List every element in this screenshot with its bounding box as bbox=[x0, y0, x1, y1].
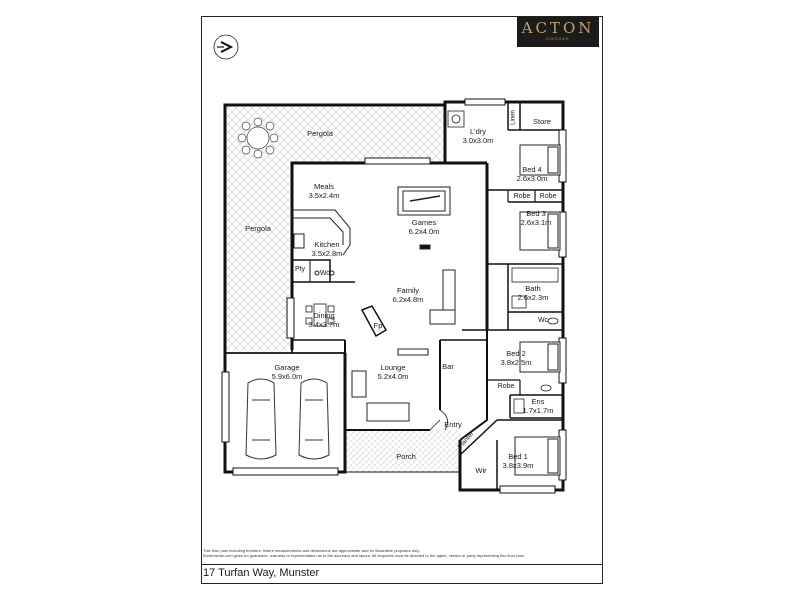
brand-logo: ACTON COOGEE bbox=[517, 17, 599, 47]
room-name: Ens bbox=[531, 397, 545, 406]
windows bbox=[221, 98, 567, 494]
room-pergola-left: Pergola bbox=[245, 224, 271, 233]
room-name: Games bbox=[411, 218, 437, 227]
room-pergola-top: Pergola bbox=[307, 129, 333, 138]
room-name: Bed 1 bbox=[508, 452, 528, 461]
room-bar: Bar bbox=[442, 362, 454, 371]
room-dim: 3.8x2.5m bbox=[500, 358, 532, 367]
room-name: Bed 2 bbox=[506, 349, 526, 358]
room-store: Store bbox=[533, 117, 551, 126]
room-dim: 3.0x3.0m bbox=[462, 136, 494, 145]
brand-name: ACTON bbox=[521, 19, 595, 37]
room-name: Robe bbox=[539, 193, 557, 200]
room-name: Meals bbox=[313, 182, 335, 191]
room-name: Store bbox=[533, 117, 551, 126]
disclaimer-line1: This floor plan including furniture, fix… bbox=[203, 548, 420, 553]
room-wo: Wo bbox=[320, 269, 330, 278]
fireplace bbox=[360, 305, 388, 338]
room-robe2: Robe bbox=[540, 192, 557, 201]
room-wir: Wir bbox=[475, 466, 486, 475]
room-dim: 2.6x2.3m bbox=[517, 293, 549, 302]
footer-divider bbox=[201, 564, 603, 565]
room-dim: 5.9x6.0m bbox=[271, 372, 303, 381]
room-name: L'dry bbox=[469, 127, 487, 136]
room-name: Bed 4 bbox=[522, 165, 542, 174]
garage-door bbox=[232, 467, 339, 476]
room-name: Garage bbox=[274, 363, 300, 372]
room-name: Linen bbox=[510, 110, 517, 125]
room-name: Kitchen bbox=[314, 240, 340, 249]
north-arrow-icon bbox=[213, 34, 239, 60]
room-robe1: Robe bbox=[514, 192, 531, 201]
room-name: Pergola bbox=[245, 224, 271, 233]
room-dim: 3.5x2.4m bbox=[308, 191, 340, 200]
disclaimer-line2: Boxbrownie.com gives no guarantee, warra… bbox=[203, 553, 525, 558]
room-name: Robe bbox=[513, 193, 531, 200]
dining-table bbox=[305, 303, 335, 327]
room-dim: 6.2x4.0m bbox=[408, 227, 440, 236]
room-dim: 5.2x4.0m bbox=[377, 372, 409, 381]
disclaimer: This floor plan including furniture, fix… bbox=[203, 548, 598, 558]
room-porch: Porch bbox=[396, 452, 416, 461]
entry-door bbox=[429, 409, 448, 431]
room-name: Wo bbox=[319, 270, 331, 277]
room-name: Pty bbox=[294, 266, 306, 273]
porch-paving bbox=[345, 430, 460, 472]
room-name: Wc bbox=[537, 317, 549, 324]
room-linen: Linen bbox=[510, 110, 519, 125]
property-address: 17 Turfan Way, Munster bbox=[203, 567, 320, 579]
room-pty: Pty bbox=[295, 265, 305, 274]
room-dim: 3.4x3.7m bbox=[308, 320, 340, 329]
room-name: Bar bbox=[442, 362, 454, 371]
room-name: Pergola bbox=[307, 129, 333, 138]
garage-cars bbox=[245, 378, 330, 460]
lounge-furniture bbox=[351, 348, 429, 422]
brand-sub: COOGEE bbox=[546, 36, 570, 41]
room-robe3: Robe bbox=[498, 382, 515, 391]
bath-fixtures bbox=[447, 110, 559, 414]
room-wc: Wc bbox=[538, 316, 548, 325]
room-name: Family bbox=[396, 286, 420, 295]
room-name: Fp bbox=[373, 321, 383, 330]
room-entry: Entry bbox=[444, 420, 462, 429]
room-name: Wir bbox=[475, 466, 487, 475]
room-dim: 3.8x3.9m bbox=[502, 461, 534, 470]
room-name: Porch bbox=[396, 452, 416, 461]
room-dim: 6.2x4.8m bbox=[392, 295, 424, 304]
room-name: Entry bbox=[444, 420, 462, 429]
floorplan-frame bbox=[201, 16, 603, 584]
room-dim: 3.5x2.8m bbox=[311, 249, 343, 258]
room-dim: 2.6x3.0m bbox=[516, 174, 548, 183]
room-fp: Fp bbox=[374, 321, 383, 330]
outdoor-table bbox=[237, 117, 279, 159]
family-sofa bbox=[429, 269, 456, 325]
kitchen-bench bbox=[292, 209, 351, 276]
pool-table bbox=[397, 186, 451, 250]
room-dim: 1.7x1.7m bbox=[522, 406, 554, 415]
room-name: Bath bbox=[525, 284, 541, 293]
room-name: Dining bbox=[313, 311, 335, 320]
room-name: Lounge bbox=[380, 363, 406, 372]
beds bbox=[514, 144, 561, 476]
room-name: Robe bbox=[497, 383, 515, 390]
room-dim: 2.6x3.1m bbox=[520, 218, 552, 227]
room-name: Bed 3 bbox=[526, 209, 546, 218]
